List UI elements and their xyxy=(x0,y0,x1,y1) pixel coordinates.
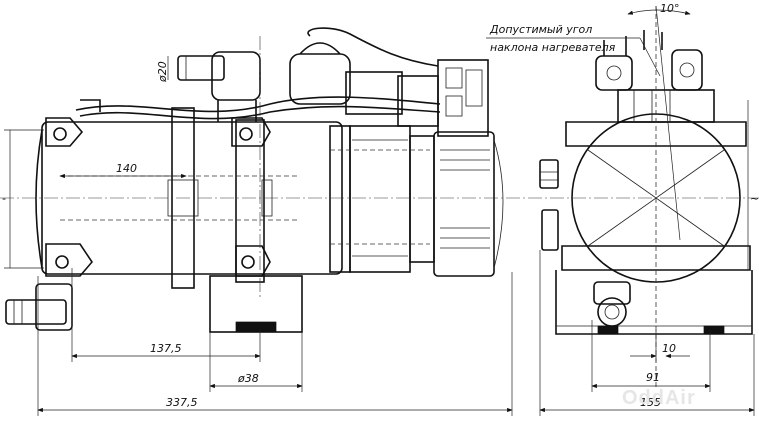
angle-label: 10° xyxy=(660,2,680,15)
connector-block xyxy=(437,59,489,137)
tilt-note-line2: наклона нагревателя xyxy=(490,41,616,54)
dim-d20: ø20 xyxy=(156,56,169,83)
dim-91-label: 91 xyxy=(646,371,660,384)
top-motor xyxy=(289,53,351,105)
dim-140: 140 xyxy=(59,162,187,179)
watermark: OddAir xyxy=(622,387,696,409)
dim-155-label: 155 xyxy=(640,396,661,409)
dim-137-5-label: 137,5 xyxy=(150,342,182,355)
dim-91: 91 xyxy=(591,320,711,392)
dim-d38: ø38 xyxy=(209,332,303,392)
side-dim-left: - xyxy=(2,192,6,205)
dim-137-5: 137,5 xyxy=(71,268,261,362)
front-view: - xyxy=(0,27,526,333)
dim-10: 10 xyxy=(630,330,690,362)
side-view: ~ xyxy=(528,5,759,388)
angle-annotation: 10° xyxy=(627,2,691,15)
wiring xyxy=(75,27,441,120)
fan-housing xyxy=(433,131,495,277)
dim-d20-label: ø20 xyxy=(156,61,169,83)
dim-337-5: 337,5 xyxy=(37,272,513,416)
dim-337-5-label: 337,5 xyxy=(166,396,198,409)
dim-155: 155 xyxy=(539,250,755,416)
dim-10-label: 10 xyxy=(662,342,676,355)
water-inlet-pipe xyxy=(177,55,225,81)
tilt-note: Допустимый угол наклона нагревателя xyxy=(486,23,661,77)
dim-140-label: 140 xyxy=(116,162,137,175)
tilt-note-line1: Допустимый угол xyxy=(489,23,592,36)
burner-flange xyxy=(329,125,351,273)
side-dim-right: ~ xyxy=(750,192,759,205)
dim-d38-label: ø38 xyxy=(237,372,259,385)
